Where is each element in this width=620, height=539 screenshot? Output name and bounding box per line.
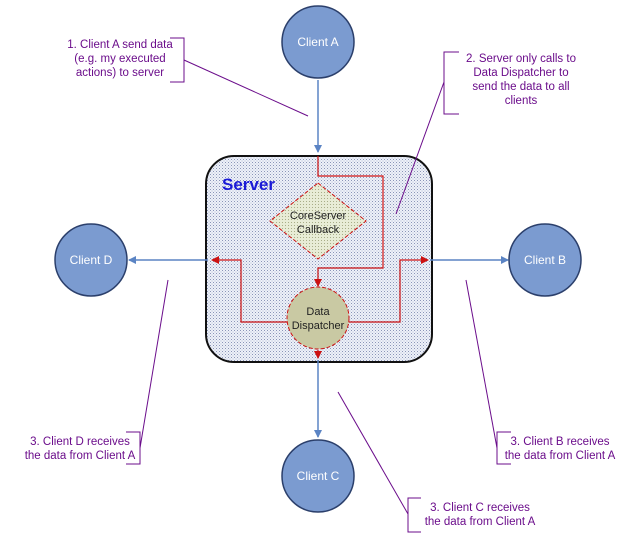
annotation-client-a-text: 1. Client A send data (e.g. my executed … (67, 39, 173, 79)
annotation-b-line2: the data from Client A (505, 450, 616, 462)
server-title: Server (222, 175, 275, 194)
annotation-server (395, 51, 459, 215)
annotation-server-line2: Data Dispatcher to (473, 67, 568, 79)
annotation-d-line2: the data from Client A (25, 450, 136, 462)
annotation-client-d (126, 279, 169, 465)
coreserver-callback-node: CoreServer Callback (269, 182, 367, 260)
annotation-client-c (337, 391, 421, 533)
red-flow-lines (211, 156, 429, 359)
annotation-client-b-text: 3. Client B receives the data from Clien… (505, 436, 616, 462)
annotation-client-c-text: 3. Client C receives the data from Clien… (425, 502, 536, 528)
annotation-server-line4: clients (505, 95, 538, 107)
client-d-node: Client D (54, 223, 128, 297)
annotation-c-line1: 3. Client C receives (430, 502, 530, 514)
annotation-server-line3: send the data to all (472, 81, 569, 93)
client-c-label: Client C (297, 469, 340, 483)
annotation-a-line3: actions) to server (76, 67, 164, 79)
client-b-node: Client B (508, 223, 582, 297)
client-b-label: Client B (524, 253, 566, 267)
client-a-node: Client A (281, 5, 355, 79)
annotation-server-line1: 2. Server only calls to (466, 53, 576, 65)
flow-dispatcher-to-right (348, 256, 429, 323)
annotation-client-d-text: 3. Client D receives the data from Clien… (25, 436, 136, 462)
annotation-a-line1: 1. Client A send data (67, 39, 173, 51)
dispatcher-label-line1: Data (306, 306, 330, 318)
annotation-b-line1: 3. Client B receives (510, 436, 609, 448)
flow-callback-to-dispatcher (314, 156, 384, 287)
annotation-a-line2: (e.g. my executed (74, 53, 165, 65)
server-box: Server (205, 155, 433, 363)
annotation-c-line2: the data from Client A (425, 516, 536, 528)
client-a-label: Client A (297, 35, 338, 49)
annotation-client-a (170, 37, 309, 117)
blue-connectors (128, 80, 509, 438)
data-dispatcher-node: Data Dispatcher (286, 286, 350, 350)
client-c-node: Client C (281, 439, 355, 513)
annotation-client-b (465, 279, 511, 465)
callback-label-line1: CoreServer (290, 210, 347, 222)
annotation-server-text: 2. Server only calls to Data Dispatcher … (466, 53, 576, 107)
flow-dispatcher-to-left (211, 256, 290, 323)
annotation-d-line1: 3. Client D receives (30, 436, 130, 448)
client-d-label: Client D (70, 253, 113, 267)
dispatcher-label-line2: Dispatcher (292, 320, 345, 332)
callback-label-line2: Callback (297, 224, 340, 236)
